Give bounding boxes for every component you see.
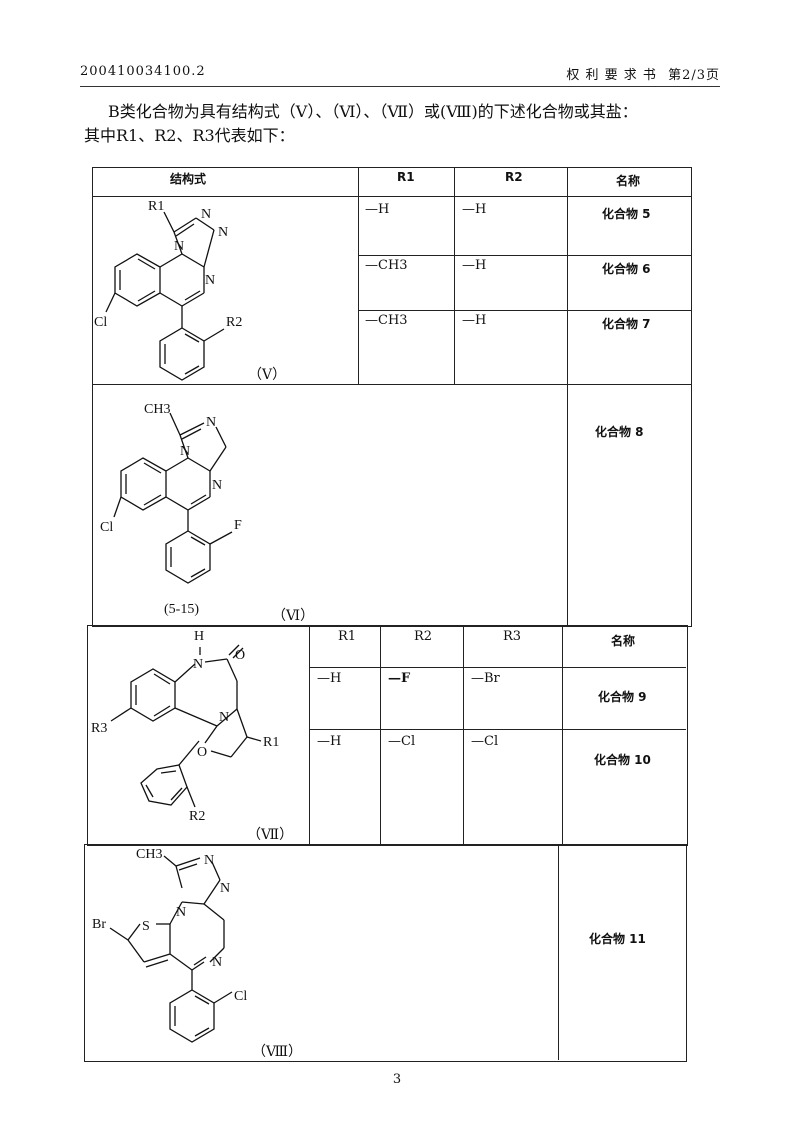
table-compounds-9-10 xyxy=(87,625,688,846)
atom-o: O xyxy=(235,648,245,663)
row10-r3: —Cl xyxy=(471,734,499,749)
atom-n: N xyxy=(212,955,222,970)
atom-ch3: CH3 xyxy=(136,847,162,862)
atom-n: N xyxy=(219,710,229,725)
atom-r3: R3 xyxy=(91,721,107,736)
atom-f: F xyxy=(234,518,242,533)
header-name: 名称 xyxy=(611,634,636,648)
table-line xyxy=(358,310,691,311)
atom-r2: R2 xyxy=(189,809,205,824)
structure-vii: H N O N O R1 R3 R2 （Ⅶ） xyxy=(87,625,309,848)
structure-viii-drawing: CH3 N N N S Br N Cl （Ⅷ） xyxy=(92,847,302,1060)
header-r3: R3 xyxy=(503,629,522,644)
row9-r1: —H xyxy=(317,671,342,686)
table-line xyxy=(309,625,310,844)
document-type: 权 利 要 求 书 xyxy=(566,68,657,83)
atom-n: N xyxy=(218,225,228,240)
structure-vii-drawing: H N O N O R1 R3 R2 （Ⅶ） xyxy=(91,629,293,843)
atom-n: N xyxy=(193,657,203,672)
atom-n: N xyxy=(174,239,184,254)
atom-r2: R2 xyxy=(226,315,242,330)
structure-label: （Ⅵ） xyxy=(272,608,314,624)
header-r1: R1 xyxy=(338,629,357,644)
atom-n: N xyxy=(204,853,214,868)
structure-sublabel: (5-15) xyxy=(164,602,199,617)
row9-r2: —F xyxy=(388,671,411,686)
row2-r2: —H xyxy=(462,258,487,273)
atom-cl: Cl xyxy=(100,520,113,535)
atom-o: O xyxy=(197,745,207,760)
atom-n: N xyxy=(220,881,230,896)
atom-r1: R1 xyxy=(148,199,164,214)
atom-n: N xyxy=(201,207,211,222)
header-r2: R2 xyxy=(505,170,523,184)
atom-n: N xyxy=(206,415,216,430)
row4-name: 化合物 8 xyxy=(595,425,644,439)
page-header-right: 权 利 要 求 书 第2/3页 xyxy=(566,64,720,83)
structure-v-drawing: R1 N N N N Cl R2 （Ⅴ） xyxy=(94,199,286,383)
structure-vi-drawing: CH3 N N N Cl F (5-15) （Ⅵ） xyxy=(100,402,314,624)
table-line xyxy=(380,625,381,844)
atom-br: Br xyxy=(92,917,106,932)
structure-viii: CH3 N N N S Br N Cl （Ⅷ） xyxy=(84,844,344,1064)
table-compounds-5-8 xyxy=(92,167,692,627)
table-line xyxy=(309,729,686,730)
structure-vi: CH3 N N N Cl F (5-15) （Ⅵ） xyxy=(92,385,392,629)
table-line xyxy=(92,196,691,197)
atom-h: H xyxy=(194,629,204,644)
page-label: 第2/3页 xyxy=(668,68,720,83)
structure-label: （Ⅷ） xyxy=(252,1044,302,1060)
atom-n: N xyxy=(205,273,215,288)
row3-name: 化合物 7 xyxy=(602,317,651,331)
atom-cl: Cl xyxy=(94,315,107,330)
table-line xyxy=(309,667,686,668)
header-r1: R1 xyxy=(397,170,415,184)
table-line xyxy=(463,625,464,844)
structure-label: （Ⅶ） xyxy=(247,827,293,843)
table-line xyxy=(562,625,563,844)
row10-r2: —Cl xyxy=(388,734,416,749)
header-r2: R2 xyxy=(414,629,433,644)
atom-cl: Cl xyxy=(234,989,247,1004)
structure-v: R1 N N N N Cl R2 （Ⅴ） xyxy=(92,196,358,388)
row2-r1: —CH3 xyxy=(365,258,408,273)
row11-name: 化合物 11 xyxy=(589,932,646,946)
table-line xyxy=(358,255,691,256)
atom-n: N xyxy=(180,444,190,459)
row10-r1: —H xyxy=(317,734,342,749)
table-line xyxy=(454,167,455,384)
row1-r1: —H xyxy=(365,202,390,217)
atom-s: S xyxy=(142,919,150,934)
document-number: 200410034100.2 xyxy=(80,64,206,79)
row2-name: 化合物 6 xyxy=(602,262,651,276)
table-line xyxy=(567,167,568,625)
row9-r3: —Br xyxy=(471,671,500,686)
table-line xyxy=(558,844,559,1060)
intro-line-1: B类化合物为具有结构式（Ⅴ）、（Ⅵ）、（Ⅶ）或(Ⅷ)的下述化合物或其盐： xyxy=(108,102,638,121)
atom-ch3: CH3 xyxy=(144,402,170,417)
row1-name: 化合物 5 xyxy=(602,207,651,221)
table-line xyxy=(92,384,691,385)
page-number: 3 xyxy=(392,1072,402,1087)
row3-r2: —H xyxy=(462,313,487,328)
row1-r2: —H xyxy=(462,202,487,217)
row10-name: 化合物 10 xyxy=(594,753,651,767)
row9-name: 化合物 9 xyxy=(598,690,647,704)
atom-r1: R1 xyxy=(263,735,279,750)
header-divider xyxy=(80,86,720,87)
row3-r1: —CH3 xyxy=(365,313,408,328)
structure-label: （Ⅴ） xyxy=(248,367,286,383)
atom-n: N xyxy=(212,478,222,493)
intro-text: B类化合物为具有结构式（Ⅴ）、（Ⅵ）、（Ⅶ）或(Ⅷ)的下述化合物或其盐： 其中R… xyxy=(84,100,724,148)
atom-n: N xyxy=(176,905,186,920)
header-name: 名称 xyxy=(616,174,641,188)
intro-line-2: 其中R1、R2、R3代表如下： xyxy=(84,126,295,145)
table-line xyxy=(358,167,359,384)
table-compound-11 xyxy=(84,844,687,1062)
header-structure: 结构式 xyxy=(170,172,207,186)
